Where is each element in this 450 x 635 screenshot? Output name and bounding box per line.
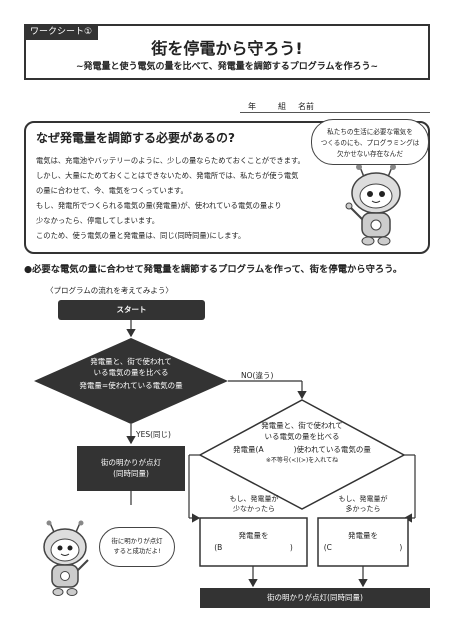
- box-c-text: 発電量を (C ): [318, 530, 408, 554]
- end-label: 街の明かりが点灯(同時同量): [267, 593, 363, 602]
- decision2-diamond: [198, 399, 406, 510]
- intro-paragraph: 電気は、充電池やバッテリーのように、少しの量ならためておくことができます。 しか…: [36, 153, 328, 243]
- end-node: [200, 588, 430, 608]
- branch-line-text: もし、発電量が: [338, 495, 388, 503]
- no-label: NO(違う): [241, 371, 274, 380]
- start-label: スタート: [116, 305, 147, 314]
- intro-line: 少なかったら、停電してしまいます。: [36, 216, 160, 225]
- intro-line: もし、発電所でつくられる電気の量(発電量)が、使われている電気の量より: [36, 201, 282, 210]
- yes-result-line: (同時同量): [113, 469, 149, 478]
- year-label: 年: [248, 102, 256, 111]
- branch-more-label: もし、発電量が 多かったら: [318, 494, 408, 514]
- box-c-line: 発電量を: [348, 531, 378, 540]
- worksheet-tag: ワークシート①: [24, 24, 99, 40]
- bubble-line: 私たちの生活に必要な電気を: [327, 128, 413, 136]
- bubble-line: すると成功だよ!: [113, 547, 161, 555]
- robot-mascot-small-icon: [43, 520, 89, 596]
- decision1-line: 発電量と、街で使われて: [90, 357, 172, 366]
- page-subtitle: ~発電量と使う電気の量を比べて、発電量を調節するプログラムを作ろう~: [75, 62, 378, 72]
- mascot-small-speech-bubble: 街に明かりが点灯 すると成功だよ!: [99, 527, 175, 567]
- flow-heading: 〈プログラムの流れを考えてみよう〉: [46, 286, 173, 295]
- decision2-line: 発電量(A )使われている電気の量: [233, 445, 371, 454]
- start-node: [58, 300, 205, 320]
- lead-instruction: ●必要な電気の量に合わせて発電量を調節するプログラムを作って、街を停電から守ろう…: [24, 264, 403, 275]
- decision2-line: いる電気の量を比べる: [264, 432, 340, 441]
- mascot-speech-bubble: 私たちの生活に必要な電気を つくるのにも、プログラミングは 欠かせない存在なんだ: [311, 119, 429, 165]
- branch-less-label: もし、発電量が 少なかったら: [204, 494, 304, 514]
- robot-mascot-icon: [345, 164, 401, 246]
- intro-question: なぜ発電量を調節する必要があるの?: [36, 131, 235, 145]
- intro-line: しかし、大量にためておくことはできないため、発電所では、私たちが使う電気: [36, 171, 299, 180]
- decision2-note: ※不等号(<)(>)を入れてね: [265, 457, 339, 464]
- decision1-diamond: [34, 338, 228, 424]
- intro-line: このため、使う電気の量と発電量は、同じ(同時同量)にします。: [36, 231, 246, 240]
- decision1-line: 発電量=使われている電気の量: [79, 381, 183, 390]
- box-b-line: 発電量を: [238, 531, 269, 540]
- box-b: [199, 517, 308, 567]
- intro-line: 電気は、充電池やバッテリーのように、少しの量ならためておくことができます。: [36, 156, 305, 165]
- branch-line-text: 少なかったら: [233, 505, 275, 513]
- page-title: 街を停電から守ろう!: [151, 39, 303, 58]
- yes-result-text: 街の明かりが点灯 (同時同量): [77, 457, 185, 479]
- bubble-line: つくるのにも、プログラミングは: [320, 139, 420, 147]
- yes-result-node: [77, 446, 185, 491]
- bubble-line: 欠かせない存在なんだ: [337, 150, 403, 158]
- decision2-line: 発電量と、街で使われて: [261, 421, 343, 430]
- name-row: 年 組 名前: [240, 101, 430, 113]
- box-c: [317, 517, 409, 567]
- box-b-text: 発電量を (B ): [200, 530, 307, 554]
- yes-label: YES(同じ): [136, 430, 171, 439]
- title-frame: [24, 24, 430, 80]
- decision1-line: いる電気の量を比べる: [93, 368, 169, 377]
- box-c-blank[interactable]: (C ): [323, 543, 403, 552]
- yes-result-line: 街の明かりが点灯: [101, 458, 161, 467]
- branch-line-text: もし、発電量が: [229, 495, 279, 503]
- class-label: 組: [278, 102, 286, 111]
- name-label: 名前: [298, 102, 314, 111]
- branch-line-text: 多かったら: [345, 505, 381, 513]
- intro-box: [24, 121, 430, 254]
- decision2-text: 発電量と、街で使われて いる電気の量を比べる 発電量(A )使われている電気の量…: [218, 420, 386, 466]
- box-b-blank[interactable]: (B ): [214, 543, 293, 552]
- intro-line: の量に合わせて、今、電気をつくっています。: [36, 186, 188, 195]
- bubble-line: 街に明かりが点灯: [111, 537, 163, 545]
- decision1-text: 発電量と、街で使われて いる電気の量を比べる 発電量=使われている電気の量: [60, 356, 202, 391]
